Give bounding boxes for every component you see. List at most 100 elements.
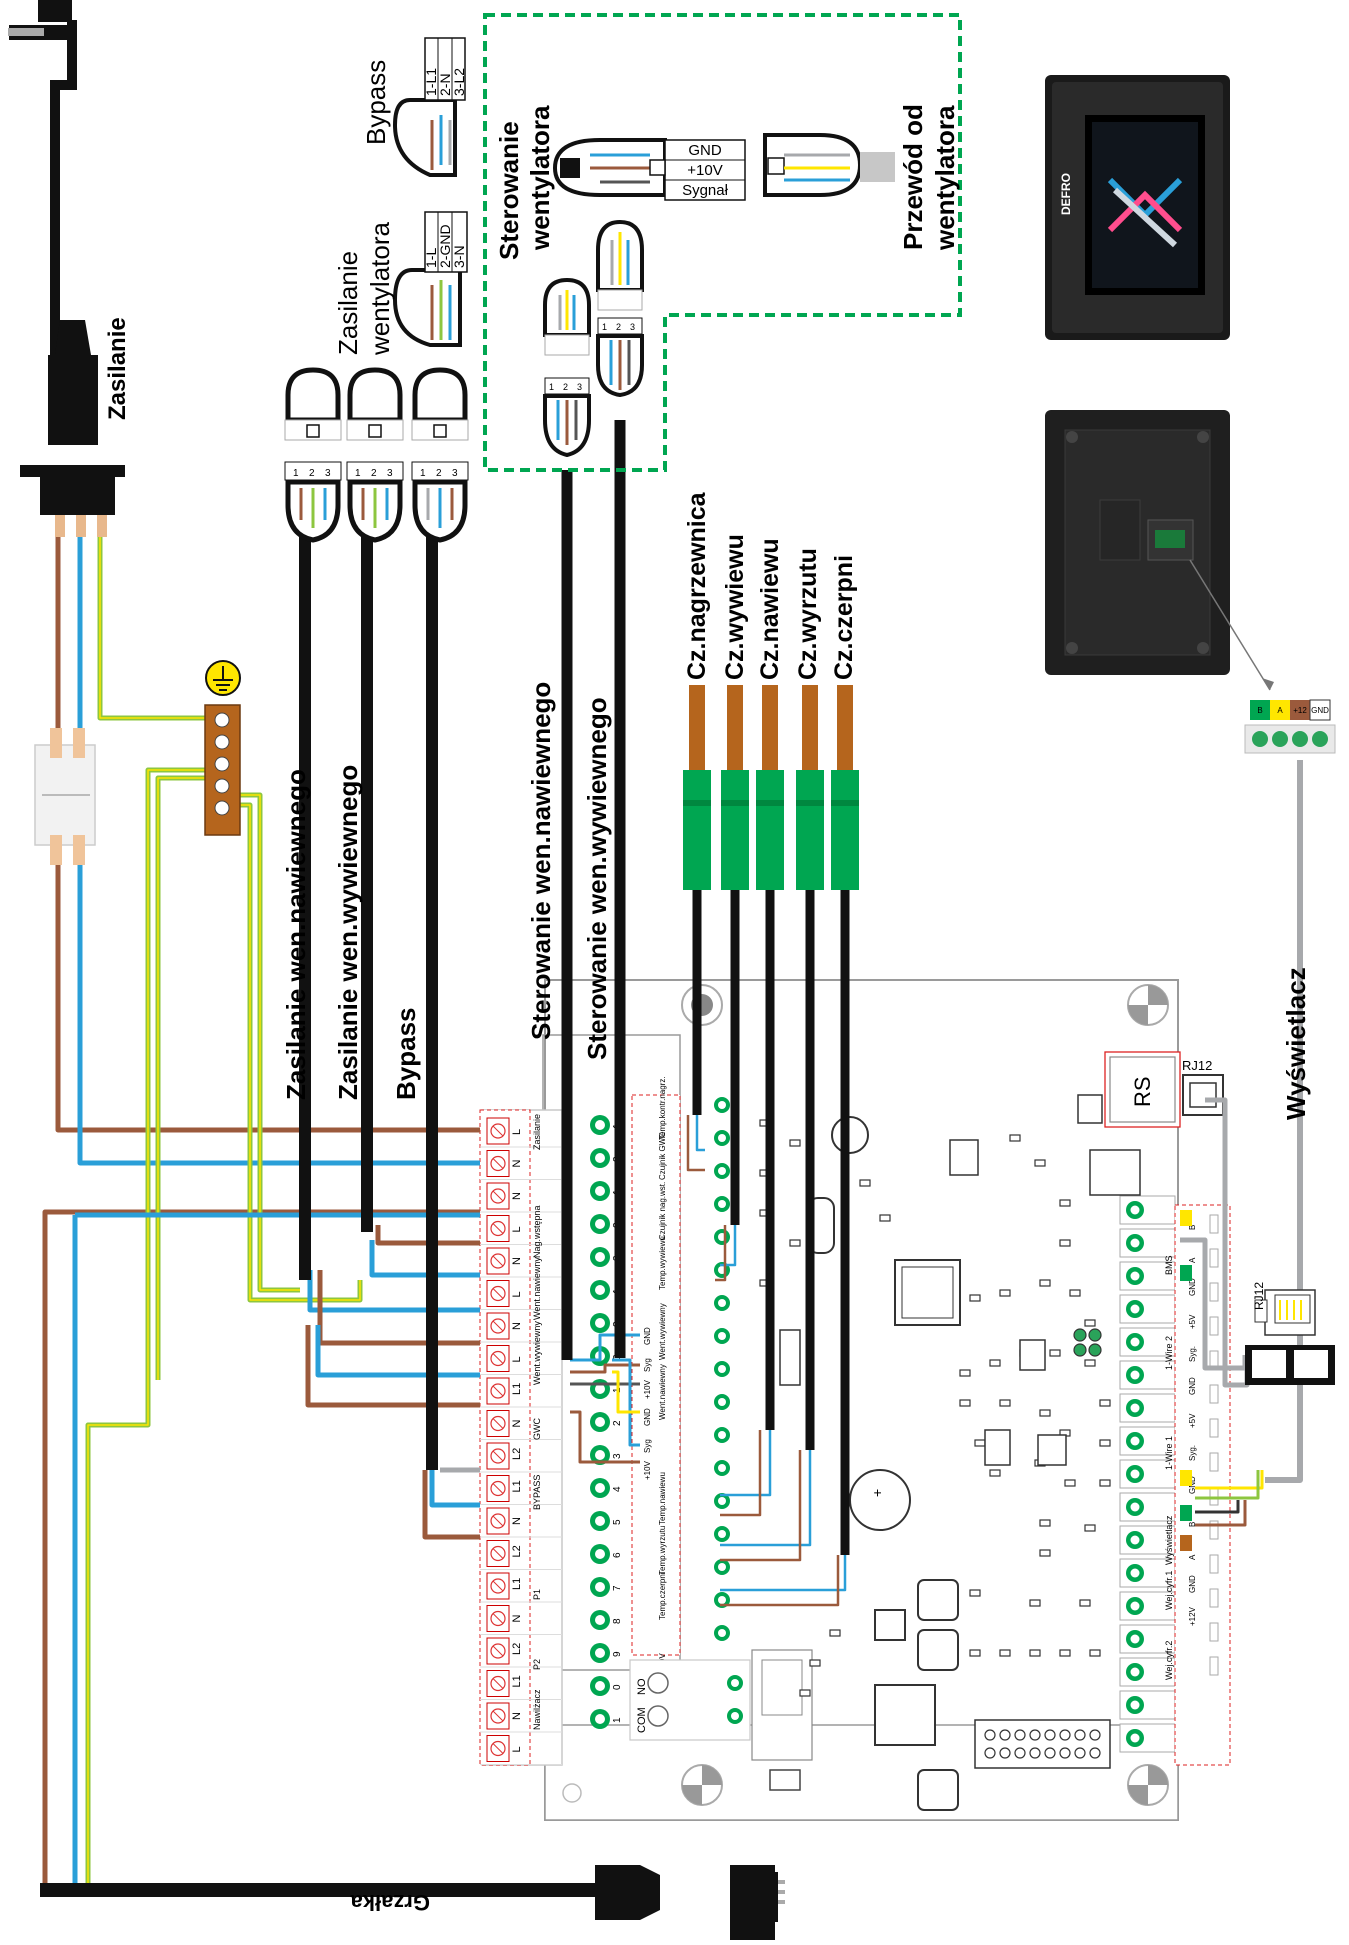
signal-group-label: Went.wywiewny	[658, 1303, 667, 1360]
right-pin-label: +12V	[1188, 1606, 1197, 1626]
sensor-tip	[689, 685, 705, 770]
svg-text:1: 1	[355, 468, 361, 479]
green-terminal-number: 8	[612, 1618, 623, 1624]
svg-text:1: 1	[549, 382, 554, 392]
svg-text:2: 2	[371, 468, 377, 479]
power-terminal-label: N	[511, 1322, 523, 1330]
right-group-label: BMS	[1164, 1255, 1174, 1275]
display-device-front: DEFRO	[1045, 75, 1230, 340]
fan-power-pin-3: 3-N	[451, 245, 467, 268]
power-terminal-label: L2	[511, 1545, 523, 1557]
green-terminal-number: 3	[612, 1453, 623, 1459]
power-terminal-label: N	[511, 1257, 523, 1265]
sensor-sleeve	[721, 770, 749, 890]
right-group-label: Wej.cyfr.1	[1164, 1571, 1174, 1610]
green-terminal-number: 7	[612, 1585, 623, 1591]
signal-group-label: Temp.kontr.nagrz.	[658, 1076, 667, 1140]
programming-header	[974, 1719, 1111, 1769]
right-pin-label: GND	[1188, 1476, 1197, 1494]
power-terminal-label: N	[511, 1192, 523, 1200]
relay-block	[629, 1659, 751, 1741]
display-device-back	[1045, 410, 1274, 691]
signal-group-label: Czujnik GWC	[658, 1132, 667, 1180]
label-sterowanie-wentylatora-2: wentylatora	[525, 105, 555, 251]
sensor-sleeve	[683, 770, 711, 890]
fan-control-connector-legend: GND +10V Sygnał	[552, 133, 895, 201]
right-pin-label: B	[1188, 1522, 1197, 1527]
label-przewod-1: Przewód od	[898, 104, 928, 250]
rj12-board-label: RJ12	[1182, 1058, 1212, 1073]
power-terminal-label: L2	[511, 1643, 523, 1655]
sensor-sleeve	[796, 770, 824, 890]
earth-symbol-icon	[205, 660, 241, 696]
right-pin-label: A	[1188, 1554, 1197, 1560]
power-terminal-label: L1	[511, 1675, 523, 1687]
power-plug	[8, 0, 125, 537]
svg-text:2: 2	[616, 322, 621, 332]
power-terminal-label: L2	[511, 1448, 523, 1460]
label-zasilanie-wen-nawiewnego: Zasilanie wen.nawiewnego	[281, 769, 311, 1100]
rj12-adapter: RJ12	[1245, 1282, 1335, 1385]
mains-connector-block	[34, 728, 96, 865]
rj12-adapter-label: RJ12	[1252, 1282, 1266, 1310]
right-pin-label: GND	[1188, 1575, 1197, 1593]
label-grzalka: Grzałka	[350, 1890, 430, 1915]
power-terminal-label: L1	[511, 1383, 523, 1395]
svg-text:1: 1	[293, 468, 299, 479]
svg-text:3: 3	[325, 468, 331, 479]
right-pin-label: +5V	[1188, 1314, 1197, 1329]
signal-group-label: Temp.nawiewu	[658, 1472, 667, 1525]
label-sterowanie-wen-nawiewnego: Sterowanie wen.nawiewnego	[526, 682, 556, 1040]
relay-component	[751, 1649, 813, 1761]
label-cz-nawiewu: Cz.nawiewu	[756, 538, 784, 680]
power-group-label: GWC	[532, 1418, 542, 1440]
sensor-tip	[762, 685, 778, 770]
green-terminal-number: 5	[612, 1519, 623, 1525]
display-terminal-block: B A +12 GND	[1244, 699, 1336, 754]
fan-power-connector-legend: 1-L 2-GND 3-N	[392, 211, 468, 347]
sensor-sleeve	[831, 770, 859, 890]
power-group-label: Went.nawiewny	[532, 1257, 542, 1320]
signal-pin-label: Syg	[643, 1439, 652, 1453]
defro-logo: DEFRO	[1059, 173, 1073, 215]
label-bypass-top: Bypass	[361, 60, 391, 145]
green-terminal-number: 4	[612, 1486, 623, 1492]
power-group-label: Nawilżacz	[532, 1689, 542, 1730]
signal-group-label: Czujnik nag.wst.	[658, 1182, 667, 1240]
label-cz-czerpni: Cz.czerpni	[830, 555, 858, 680]
label-bypass-cable: Bypass	[391, 1008, 421, 1101]
svg-text:3: 3	[452, 468, 458, 479]
green-terminal-number: 0	[612, 1684, 623, 1690]
power-group-label: P2	[532, 1659, 542, 1670]
signal-group-label: Temp.czerpni	[658, 1572, 667, 1620]
svg-text:3: 3	[630, 322, 635, 332]
right-pin-label: +5V	[1188, 1413, 1197, 1428]
heater-plug	[595, 1865, 785, 1940]
control-pin-gnd: GND	[688, 142, 722, 159]
signal-pin-label: Syg	[643, 1358, 652, 1372]
sensor-tip	[837, 685, 853, 770]
controller-board: LNNLNLNLL1NL2L1NL2L1NL2L1NLZasilanieNag.…	[479, 979, 1231, 1821]
signal-group-label: Temp.wyrzutu	[658, 1526, 667, 1575]
label-cz-wywiewu: Cz.wywiewu	[721, 534, 749, 680]
display-term-12: +12	[1293, 706, 1307, 715]
sensor-sleeve	[756, 770, 784, 890]
buzzer	[849, 1469, 911, 1531]
bypass-connector-legend: 1-L1 2-N 3-L2	[392, 37, 467, 177]
right-pin-label: Syg.	[1188, 1346, 1197, 1362]
svg-text:3: 3	[577, 382, 582, 392]
label-zasilanie: Zasilanie	[104, 317, 131, 420]
svg-text:2: 2	[563, 382, 568, 392]
green-terminal-number: 6	[612, 1552, 623, 1558]
bypass-pin-2: 2-N	[437, 73, 453, 96]
sensor-tip	[802, 685, 818, 770]
label-sterowanie-wen-wywiewnego: Sterowanie wen.wywiewnego	[582, 697, 612, 1060]
label-cz-wyrzutu: Cz.wyrzutu	[794, 548, 822, 680]
bypass-pin-1: 1-L1	[423, 68, 439, 96]
signal-group-label: Temp.wywiewu	[658, 1236, 667, 1290]
